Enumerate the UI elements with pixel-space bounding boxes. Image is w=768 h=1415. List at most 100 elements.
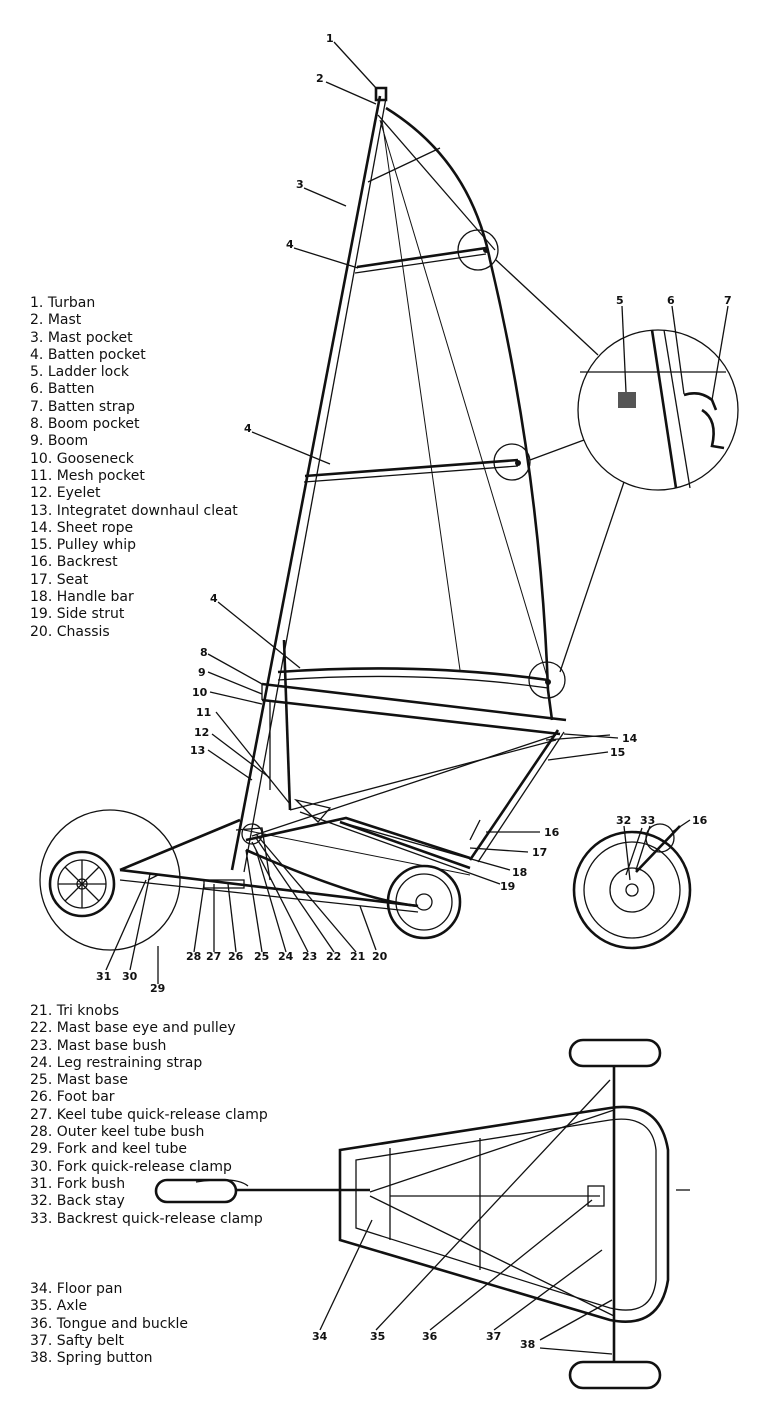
legend-item-label: Axle [56, 1298, 88, 1315]
legend-item-label: Ladder lock [47, 364, 130, 381]
legend-item: 7. Batten strap [30, 399, 238, 416]
leader-lines [105, 41, 729, 1355]
legend-item-label: Mast base [56, 1072, 128, 1089]
callout-20: 20 [372, 950, 388, 963]
legend-item-number: 20. [30, 623, 53, 640]
legend-item: 29. Fork and keel tube [30, 1141, 268, 1158]
legend-item: 10. Gooseneck [30, 451, 238, 468]
legend-item-label: Gooseneck [56, 450, 134, 467]
callout-18: 18 [512, 866, 527, 879]
legend-item-number: 6. [30, 381, 44, 398]
legend-item-number: 34. [30, 1281, 53, 1297]
legend-item: 36. Tongue and buckle [30, 1316, 188, 1333]
legend-item-number: 19. [30, 606, 53, 623]
legend-item-label: Boom [47, 433, 89, 450]
chassis-side-view [39, 729, 692, 951]
legend-item: 22. Mast base eye and pulley [30, 1020, 268, 1037]
legend-item: 20. Chassis [30, 624, 238, 641]
legend-item-label: Fork quick-release clamp [56, 1158, 232, 1175]
legend-item-label: Turban [47, 295, 96, 311]
callout-11: 11 [196, 706, 211, 719]
legend-item-label: Fork and keel tube [56, 1141, 187, 1158]
callout-26: 26 [228, 950, 244, 963]
callout-29: 29 [150, 982, 165, 995]
callout-17: 17 [532, 846, 547, 859]
sail-rig [230, 86, 567, 873]
legend-item-number: 5. [30, 364, 44, 381]
legend-item-number: 26. [30, 1089, 53, 1106]
legend-item-number: 15. [30, 537, 53, 554]
legend-item: 27. Keel tube quick-release clamp [30, 1107, 268, 1124]
callout-16: 16 [692, 814, 708, 827]
callout-30: 30 [122, 970, 138, 983]
legend-item-label: Keel tube quick-release clamp [56, 1106, 268, 1123]
legend-item-label: Pulley whip [56, 537, 137, 554]
legend-item-label: Batten strap [47, 398, 135, 415]
callout-37: 37 [486, 1330, 501, 1343]
legend-item-label: Mesh pocket [56, 467, 145, 484]
legend-item-label: Safty belt [56, 1332, 124, 1349]
callout-1: 1 [326, 32, 334, 45]
legend-item: 35. Axle [30, 1298, 188, 1315]
legend-item-label: Boom pocket [47, 416, 140, 433]
legend-item: 26. Foot bar [30, 1089, 268, 1106]
callout-8: 8 [200, 646, 208, 659]
callout-23: 23 [302, 950, 317, 963]
callout-21: 21 [350, 950, 365, 963]
legend-item-label: Spring button [56, 1350, 153, 1367]
callout-12: 12 [194, 726, 209, 739]
callout-22: 22 [326, 950, 341, 963]
legend-item: 5. Ladder lock [30, 364, 238, 381]
callout-19: 19 [500, 880, 515, 893]
legend-item: 23. Mast base bush [30, 1038, 268, 1055]
legend-item-label: Foot bar [56, 1089, 115, 1106]
legend-item-number: 21. [30, 1003, 53, 1019]
callout-3: 3 [296, 178, 304, 191]
legend-item-label: Integratet downhaul cleat [56, 502, 238, 519]
callout-6: 6 [667, 294, 675, 307]
callout-labels: 1 2 3 4 4 4 5 6 7 8 9 10 11 12 13 14 15 … [96, 32, 732, 1351]
legend-item: 2. Mast [30, 312, 238, 329]
legend-item-label: Backrest quick-release clamp [56, 1210, 263, 1227]
callout-4: 4 [286, 238, 294, 251]
callout-31: 31 [96, 970, 111, 983]
legend-item-number: 10. [30, 450, 53, 467]
legend-item-label: Side strut [56, 606, 125, 623]
legend-item: 37. Safty belt [30, 1333, 188, 1350]
callout-36: 36 [422, 1330, 438, 1343]
legend-item-label: Eyelet [56, 485, 101, 502]
legend-item-label: Backrest [56, 554, 118, 571]
legend-item-label: Mast [47, 312, 82, 329]
legend-item: 31. Fork bush [30, 1176, 268, 1193]
legend-item-number: 37. [30, 1332, 53, 1349]
legend-item-number: 1. [30, 295, 44, 311]
callout-15: 15 [610, 746, 625, 759]
legend-item: 21. Tri knobs [30, 1003, 268, 1020]
legend-item: 9. Boom [30, 433, 238, 450]
legend-item-label: Fork bush [56, 1175, 126, 1192]
callout-27: 27 [206, 950, 221, 963]
callout-14: 14 [622, 732, 638, 745]
legend-item: 14. Sheet rope [30, 520, 238, 537]
legend-item: 3. Mast pocket [30, 330, 238, 347]
legend-item: 34. Floor pan [30, 1281, 188, 1298]
callout-9: 9 [198, 666, 206, 679]
legend-item: 19. Side strut [30, 606, 238, 623]
legend-item-number: 23. [30, 1037, 53, 1054]
legend-item-label: Seat [56, 571, 89, 588]
callout-35: 35 [370, 1330, 385, 1343]
legend-item-number: 17. [30, 571, 53, 588]
legend-item-number: 14. [30, 519, 53, 536]
legend-item-number: 13. [30, 502, 53, 519]
callout-5: 5 [616, 294, 624, 307]
legend-item: 11. Mesh pocket [30, 468, 238, 485]
callout-13: 13 [190, 744, 205, 757]
legend-item: 15. Pulley whip [30, 537, 238, 554]
callout-24: 24 [278, 950, 294, 963]
legend-item-number: 35. [30, 1298, 53, 1315]
legend-item-number: 4. [30, 346, 44, 363]
legend-item-number: 33. [30, 1210, 53, 1227]
legend-item-number: 27. [30, 1106, 53, 1123]
